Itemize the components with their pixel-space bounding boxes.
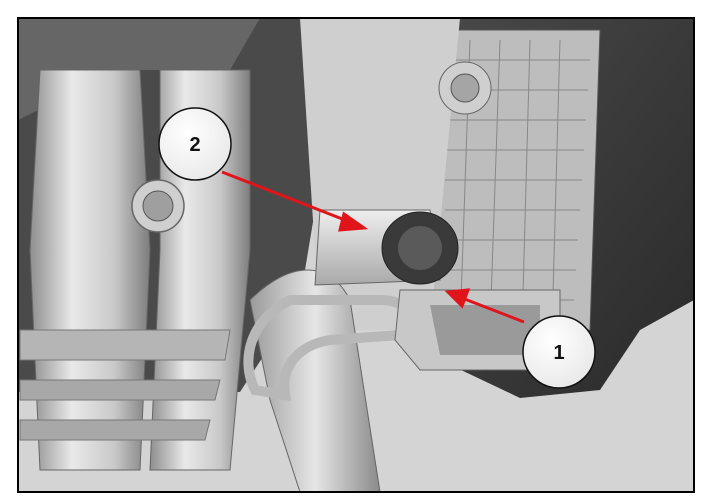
upper-bolt [438,61,492,115]
arrow-callout-1 [444,288,525,324]
mount-spacer [314,209,459,286]
callout-1: 1 [522,315,596,389]
callout-2-label: 2 [189,134,200,156]
callout-1-label: 1 [553,342,564,364]
callout-2: 2 [158,107,232,181]
upper-tank [18,18,260,120]
arrow-callout-2 [221,170,369,232]
diagram-border [17,17,695,493]
left-fork [19,69,251,471]
